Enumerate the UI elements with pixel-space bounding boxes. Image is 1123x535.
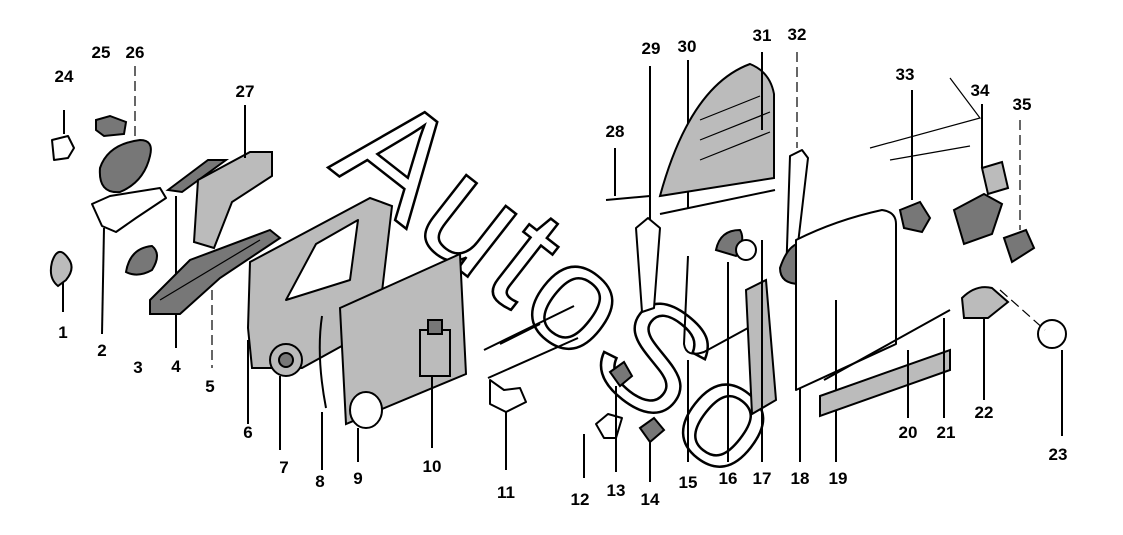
part-label-1: 1 bbox=[58, 323, 67, 342]
part-label-34: 34 bbox=[971, 81, 990, 100]
part-label-32: 32 bbox=[788, 25, 807, 44]
part-label-12: 12 bbox=[571, 490, 590, 509]
part-label-7: 7 bbox=[279, 458, 288, 477]
part-label-14: 14 bbox=[641, 490, 660, 509]
part-label-24: 24 bbox=[55, 67, 74, 86]
parts-12-13-14-fasteners bbox=[583, 360, 666, 482]
part-label-11: 11 bbox=[497, 483, 515, 502]
part-29-guide bbox=[635, 66, 661, 313]
part-10-motor bbox=[419, 319, 451, 448]
part-2-trim bbox=[91, 187, 167, 335]
part-label-18: 18 bbox=[791, 469, 810, 488]
part-label-15: 15 bbox=[679, 473, 698, 492]
part-11-regulator bbox=[483, 305, 579, 470]
part-25-clip bbox=[95, 114, 128, 138]
part-label-6: 6 bbox=[243, 423, 252, 442]
part-35-latch bbox=[1002, 120, 1036, 264]
part-1-clip bbox=[49, 251, 73, 312]
part-23-lock-cylinder bbox=[999, 289, 1067, 436]
part-33-bracket bbox=[898, 90, 932, 234]
part-label-31: 31 bbox=[753, 26, 772, 45]
part-label-19: 19 bbox=[829, 469, 848, 488]
part-label-9: 9 bbox=[353, 469, 362, 488]
part-24-bracket bbox=[51, 110, 75, 161]
part-label-33: 33 bbox=[896, 65, 915, 84]
part-label-29: 29 bbox=[642, 39, 661, 58]
part-label-10: 10 bbox=[423, 457, 442, 476]
part-4-strip bbox=[165, 159, 230, 348]
part-label-16: 16 bbox=[719, 469, 738, 488]
part-22-outer-handle bbox=[960, 286, 1010, 400]
part-27-pull-handle bbox=[192, 105, 273, 250]
part-label-5: 5 bbox=[205, 377, 214, 396]
part-label-23: 23 bbox=[1049, 445, 1068, 464]
part-label-20: 20 bbox=[899, 423, 918, 442]
part-28-channel bbox=[605, 148, 651, 201]
part-label-35: 35 bbox=[1013, 95, 1032, 114]
part-9-inner-panel bbox=[338, 252, 468, 462]
part-label-26: 26 bbox=[126, 43, 145, 62]
part-7-speaker bbox=[269, 343, 303, 450]
part-label-17: 17 bbox=[753, 469, 772, 488]
part-17-door-frame bbox=[744, 240, 778, 462]
part-26-handle-housing bbox=[98, 66, 152, 194]
part-34-lock-mechanism bbox=[869, 77, 1010, 246]
part-label-3: 3 bbox=[133, 358, 142, 377]
part-label-30: 30 bbox=[678, 37, 697, 56]
part-label-4: 4 bbox=[171, 357, 181, 376]
part-label-25: 25 bbox=[92, 43, 111, 62]
part-label-8: 8 bbox=[315, 472, 324, 491]
part-label-28: 28 bbox=[606, 122, 625, 141]
part-16-bumper bbox=[714, 228, 757, 462]
part-15-rod bbox=[682, 255, 749, 462]
part-label-27: 27 bbox=[236, 82, 255, 101]
part-31-glass bbox=[658, 52, 775, 198]
part-20-moulding bbox=[819, 348, 951, 418]
part-label-21: 21 bbox=[937, 423, 956, 442]
part-label-13: 13 bbox=[607, 481, 626, 500]
part-label-22: 22 bbox=[975, 403, 994, 422]
part-label-2: 2 bbox=[97, 341, 106, 360]
part-3-cap bbox=[124, 244, 158, 276]
part-21-moulding-strip bbox=[823, 309, 951, 418]
part-8-seal bbox=[318, 315, 327, 470]
part-5-armrest bbox=[149, 228, 282, 368]
part-19-outer-skin bbox=[795, 209, 897, 462]
